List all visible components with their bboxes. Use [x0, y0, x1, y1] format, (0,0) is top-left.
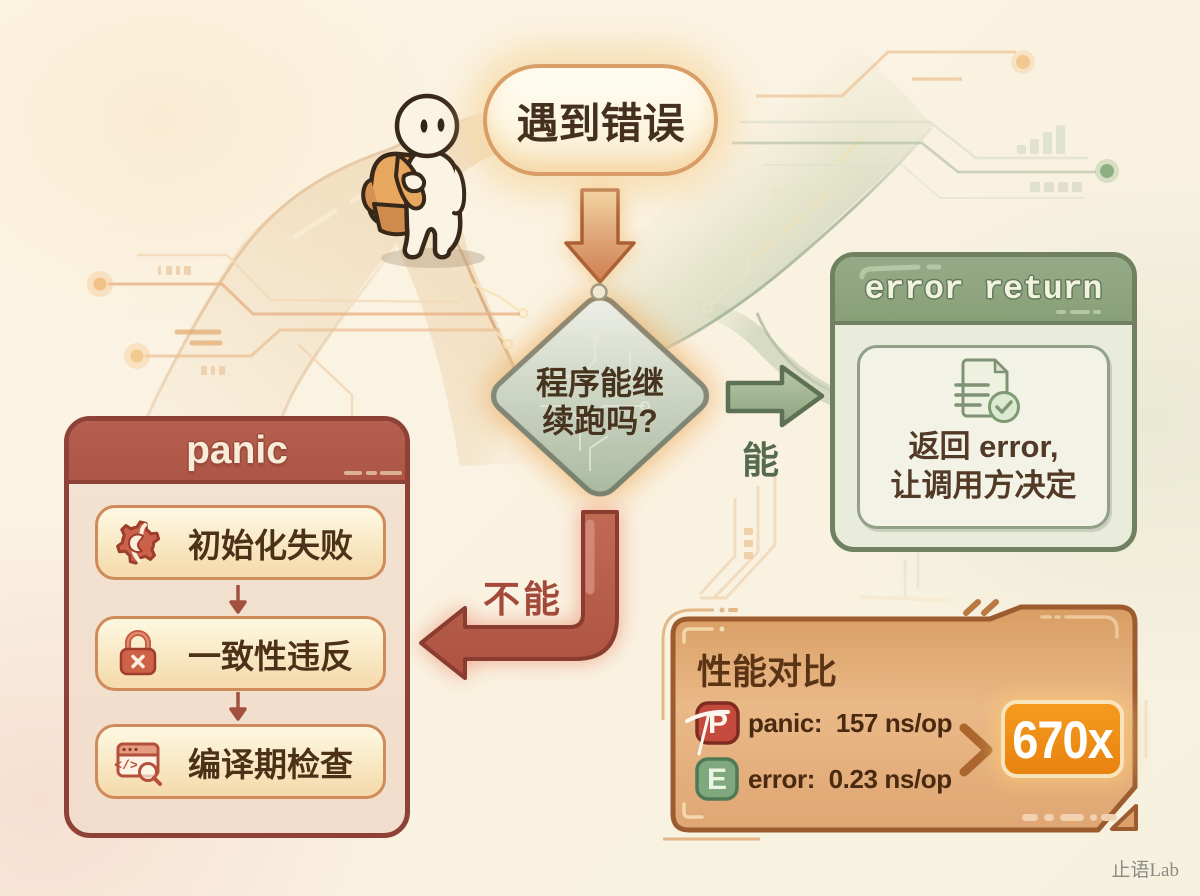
- svg-text:</>: </>: [114, 758, 138, 773]
- svg-text:P: P: [708, 707, 728, 740]
- svg-text:E: E: [707, 763, 727, 796]
